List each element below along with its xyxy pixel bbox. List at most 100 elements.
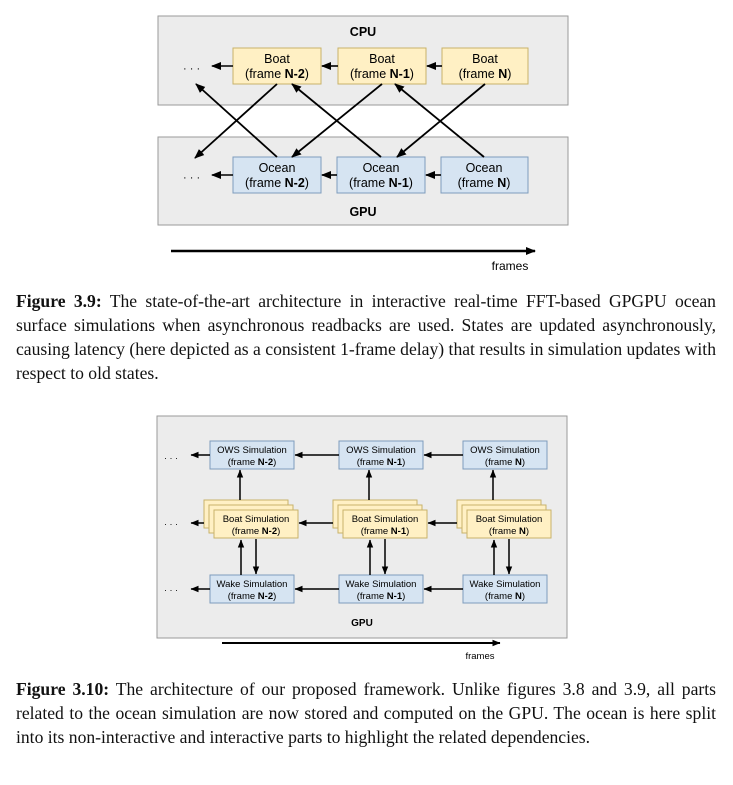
ows-box-n: OWS Simulation (frame N) <box>462 440 548 470</box>
wake-title: Wake Simulation <box>346 579 417 590</box>
frame-prefix: (frame <box>245 176 285 190</box>
svg-text:(frame N-2): (frame N-2) <box>245 176 309 190</box>
cpu-label: CPU <box>350 25 376 39</box>
ows-box-n-1: OWS Simulation (frame N-1) <box>338 440 424 470</box>
frame-suffix: ) <box>406 526 409 537</box>
svg-text:(frame N-2): (frame N-2) <box>228 591 277 602</box>
frame-index: N-1 <box>390 67 410 81</box>
arrow-ocean-n2-to-cpu <box>195 83 278 158</box>
ellipsis-gpu: · · · <box>183 172 200 184</box>
arrow-ocean-n-to-cpu <box>394 83 485 158</box>
ellipsis-ows: · · · <box>164 453 178 463</box>
caption-label: Figure 3.10: <box>16 679 110 699</box>
boat-box-n: Boat (frame N) <box>441 47 529 85</box>
boat-sim-title: Boat Simulation <box>223 514 290 525</box>
frame-index: N <box>497 176 506 190</box>
wake-box-n-1: Wake Simulation (frame N-1) <box>338 574 424 604</box>
frame-index: N-2 <box>285 67 305 81</box>
boat-title: Boat <box>369 52 395 66</box>
frame-suffix: ) <box>277 526 280 537</box>
svg-text:(frame N-1): (frame N-1) <box>349 176 413 190</box>
boat-box-n-1: Boat (frame N-1) <box>337 47 427 85</box>
frame-prefix: (frame <box>458 176 498 190</box>
frame-prefix: (frame <box>357 457 387 468</box>
ows-box-n-2: OWS Simulation (frame N-2) <box>209 440 295 470</box>
figure-3-10-caption: Figure 3.10: The architecture of our pro… <box>16 677 716 749</box>
svg-text:(frame N-1): (frame N-1) <box>361 526 410 537</box>
figure-3-9-caption: Figure 3.9: The state-of-the-art archite… <box>16 289 716 385</box>
frame-index: N-1 <box>387 457 403 468</box>
frame-index: N-1 <box>387 591 403 602</box>
boat-sim-stack-n: Boat Simulation (frame N) <box>456 499 552 539</box>
frame-prefix: (frame <box>485 591 515 602</box>
frame-index: N-1 <box>391 526 407 537</box>
svg-text:(frame N-2): (frame N-2) <box>232 526 281 537</box>
ows-title: OWS Simulation <box>217 445 287 456</box>
ellipsis-cpu: · · · <box>183 63 200 75</box>
boat-box-n-2: Boat (frame N-2) <box>232 47 322 85</box>
wake-title: Wake Simulation <box>470 579 541 590</box>
frames-label: frames <box>492 259 529 273</box>
ocean-box-n-2: Ocean (frame N-2) <box>232 156 322 194</box>
ocean-title: Ocean <box>259 161 296 175</box>
wake-title: Wake Simulation <box>217 579 288 590</box>
frame-prefix: (frame <box>350 67 390 81</box>
frame-suffix: ) <box>506 176 510 190</box>
frame-prefix: (frame <box>459 67 499 81</box>
frame-suffix: ) <box>402 591 405 602</box>
frame-suffix: ) <box>273 591 276 602</box>
frame-suffix: ) <box>507 67 511 81</box>
caption-text: The architecture of our proposed framewo… <box>16 679 716 747</box>
frame-index: N <box>519 526 526 537</box>
svg-text:(frame N-1): (frame N-1) <box>357 591 406 602</box>
frame-index: N <box>515 457 522 468</box>
svg-text:(frame N): (frame N) <box>459 67 512 81</box>
frame-index: N-2 <box>262 526 277 537</box>
svg-text:(frame N): (frame N) <box>489 526 529 537</box>
frame-suffix: ) <box>409 176 413 190</box>
wake-box-n: Wake Simulation (frame N) <box>462 574 548 604</box>
wake-box-n-2: Wake Simulation (frame N-2) <box>209 574 295 604</box>
boat-sim-title: Boat Simulation <box>352 514 419 525</box>
gpu-label-2: GPU <box>351 618 373 629</box>
frame-suffix: ) <box>410 67 414 81</box>
frame-prefix: (frame <box>357 591 387 602</box>
ows-title: OWS Simulation <box>346 445 416 456</box>
svg-text:(frame N-1): (frame N-1) <box>350 67 414 81</box>
frame-index: N-2 <box>258 591 273 602</box>
frame-index: N-2 <box>285 176 305 190</box>
svg-text:(frame N-1): (frame N-1) <box>357 457 406 468</box>
frames-label-2: frames <box>465 651 494 662</box>
svg-text:(frame N): (frame N) <box>485 457 525 468</box>
frame-prefix: (frame <box>228 591 258 602</box>
ellipsis-wake: · · · <box>164 585 178 595</box>
frame-suffix: ) <box>522 591 525 602</box>
ows-title: OWS Simulation <box>470 445 540 456</box>
frame-prefix: (frame <box>349 176 389 190</box>
figure-3-9-diagram: CPU GPU Boat (frame N-2) Boat (frame N-1… <box>157 15 569 273</box>
svg-text:(frame N): (frame N) <box>485 591 525 602</box>
arrow-ocean-n1-to-cpu <box>291 83 382 158</box>
gpu-label: GPU <box>349 205 376 219</box>
frame-suffix: ) <box>305 67 309 81</box>
boat-title: Boat <box>472 52 498 66</box>
ocean-title: Ocean <box>363 161 400 175</box>
ocean-box-n-1: Ocean (frame N-1) <box>336 156 426 194</box>
frame-prefix: (frame <box>228 457 258 468</box>
frame-suffix: ) <box>402 457 405 468</box>
caption-label: Figure 3.9: <box>16 291 102 311</box>
boat-sim-title: Boat Simulation <box>476 514 543 525</box>
figure-3-10-diagram: GPU · · · · · · · · · OWS Simulation (fr… <box>156 415 568 662</box>
frame-suffix: ) <box>305 176 309 190</box>
frame-prefix: (frame <box>485 457 515 468</box>
frame-prefix: (frame <box>245 67 285 81</box>
svg-text:(frame N): (frame N) <box>458 176 511 190</box>
frame-suffix: ) <box>526 526 529 537</box>
boat-sim-stack-n-2: Boat Simulation (frame N-2) <box>203 499 299 539</box>
frame-index: N-1 <box>389 176 409 190</box>
frame-prefix: (frame <box>232 526 262 537</box>
boat-sim-stack-n-1: Boat Simulation (frame N-1) <box>332 499 428 539</box>
ellipsis-boat: · · · <box>164 519 178 529</box>
frame-suffix: ) <box>273 457 276 468</box>
caption-text: The state-of-the-art architecture in int… <box>16 291 716 383</box>
